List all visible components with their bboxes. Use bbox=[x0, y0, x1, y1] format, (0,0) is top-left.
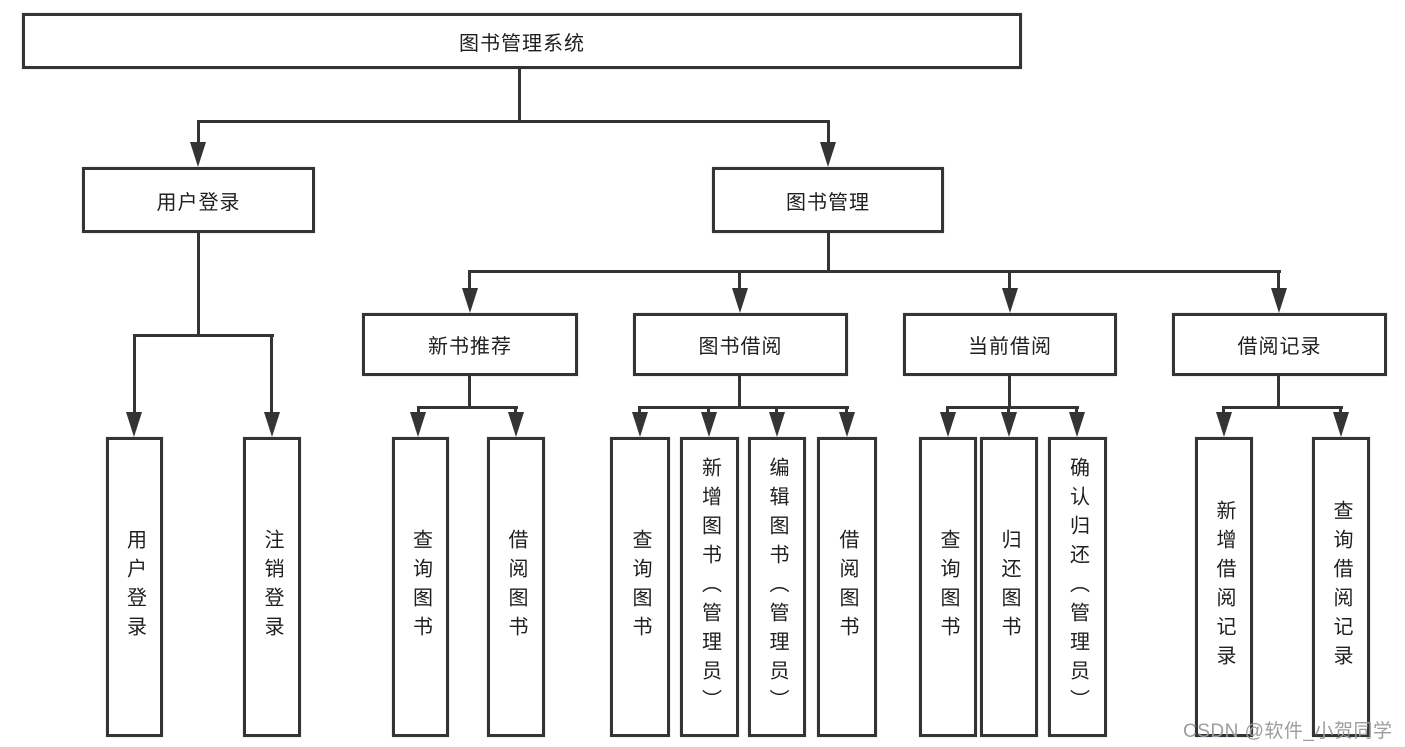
arrow-down-icon bbox=[732, 288, 748, 313]
h-connector-line bbox=[638, 406, 849, 409]
v-connector-line bbox=[738, 376, 741, 409]
arrow-down-icon bbox=[1271, 288, 1287, 313]
v-connector-line bbox=[133, 334, 136, 416]
v-connector-line bbox=[468, 270, 471, 294]
node-library-management-system: 图书管理系统 bbox=[22, 13, 1022, 69]
leaf-logout: 注销登录 bbox=[243, 437, 301, 737]
v-connector-line bbox=[197, 120, 200, 146]
arrow-down-icon bbox=[839, 412, 855, 437]
v-connector-line bbox=[197, 233, 200, 337]
node-book-borrowing: 图书借阅 bbox=[633, 313, 848, 376]
leaf-query-books-current: 查询图书 bbox=[919, 437, 977, 737]
v-connector-line bbox=[707, 406, 710, 416]
arrow-down-icon bbox=[1001, 412, 1017, 437]
h-connector-line bbox=[1222, 406, 1343, 409]
arrow-down-icon bbox=[632, 412, 648, 437]
v-connector-line bbox=[738, 270, 741, 294]
csdn-watermark: CSDN @软件_小贺同学 bbox=[1183, 721, 1393, 742]
arrow-down-icon bbox=[1216, 412, 1232, 437]
leaf-query-books-borrowing: 查询图书 bbox=[610, 437, 670, 737]
v-connector-line bbox=[468, 376, 471, 409]
h-connector-line bbox=[417, 406, 518, 409]
v-connector-line bbox=[946, 406, 949, 416]
h-connector-line bbox=[946, 406, 1079, 409]
v-connector-line bbox=[514, 406, 517, 416]
v-connector-line bbox=[845, 406, 848, 416]
v-connector-line bbox=[827, 120, 830, 146]
v-connector-line bbox=[1277, 376, 1280, 409]
v-connector-line bbox=[1008, 270, 1011, 294]
arrow-down-icon bbox=[1002, 288, 1018, 313]
arrow-down-icon bbox=[264, 412, 280, 437]
leaf-user-login: 用户登录 bbox=[106, 437, 163, 737]
node-book-management: 图书管理 bbox=[712, 167, 944, 233]
v-connector-line bbox=[1222, 406, 1225, 416]
h-connector-line bbox=[468, 270, 1281, 273]
arrow-down-icon bbox=[940, 412, 956, 437]
v-connector-line bbox=[638, 406, 641, 416]
node-borrowing-records: 借阅记录 bbox=[1172, 313, 1387, 376]
leaf-add-borrow-record: 新增借阅记录 bbox=[1195, 437, 1253, 737]
v-connector-line bbox=[1007, 406, 1010, 416]
arrow-down-icon bbox=[190, 142, 206, 167]
leaf-query-borrow-record: 查询借阅记录 bbox=[1312, 437, 1370, 737]
v-connector-line bbox=[827, 233, 830, 273]
v-connector-line bbox=[417, 406, 420, 416]
arrow-down-icon bbox=[462, 288, 478, 313]
node-current-borrowing: 当前借阅 bbox=[903, 313, 1117, 376]
leaf-borrow-books-recommend: 借阅图书 bbox=[487, 437, 545, 737]
v-connector-line bbox=[518, 69, 521, 122]
v-connector-line bbox=[1277, 270, 1280, 294]
leaf-edit-books-admin: 编辑图书（管理员） bbox=[748, 437, 806, 737]
arrow-down-icon bbox=[126, 412, 142, 437]
arrow-down-icon bbox=[410, 412, 426, 437]
leaf-borrow-books: 借阅图书 bbox=[817, 437, 877, 737]
h-connector-line bbox=[197, 120, 830, 123]
v-connector-line bbox=[1075, 406, 1078, 416]
arrow-down-icon bbox=[1069, 412, 1085, 437]
h-connector-line bbox=[133, 334, 274, 337]
v-connector-line bbox=[1008, 376, 1011, 409]
v-connector-line bbox=[1339, 406, 1342, 416]
node-new-book-recommendation: 新书推荐 bbox=[362, 313, 578, 376]
leaf-add-books-admin: 新增图书（管理员） bbox=[680, 437, 739, 737]
v-connector-line bbox=[270, 334, 273, 416]
v-connector-line bbox=[775, 406, 778, 416]
leaf-return-books: 归还图书 bbox=[980, 437, 1038, 737]
arrow-down-icon bbox=[820, 142, 836, 167]
arrow-down-icon bbox=[508, 412, 524, 437]
node-user-login: 用户登录 bbox=[82, 167, 315, 233]
arrow-down-icon bbox=[701, 412, 717, 437]
arrow-down-icon bbox=[769, 412, 785, 437]
arrow-down-icon bbox=[1333, 412, 1349, 437]
leaf-confirm-return-admin: 确认归还（管理员） bbox=[1048, 437, 1107, 737]
leaf-query-books-recommend: 查询图书 bbox=[392, 437, 449, 737]
